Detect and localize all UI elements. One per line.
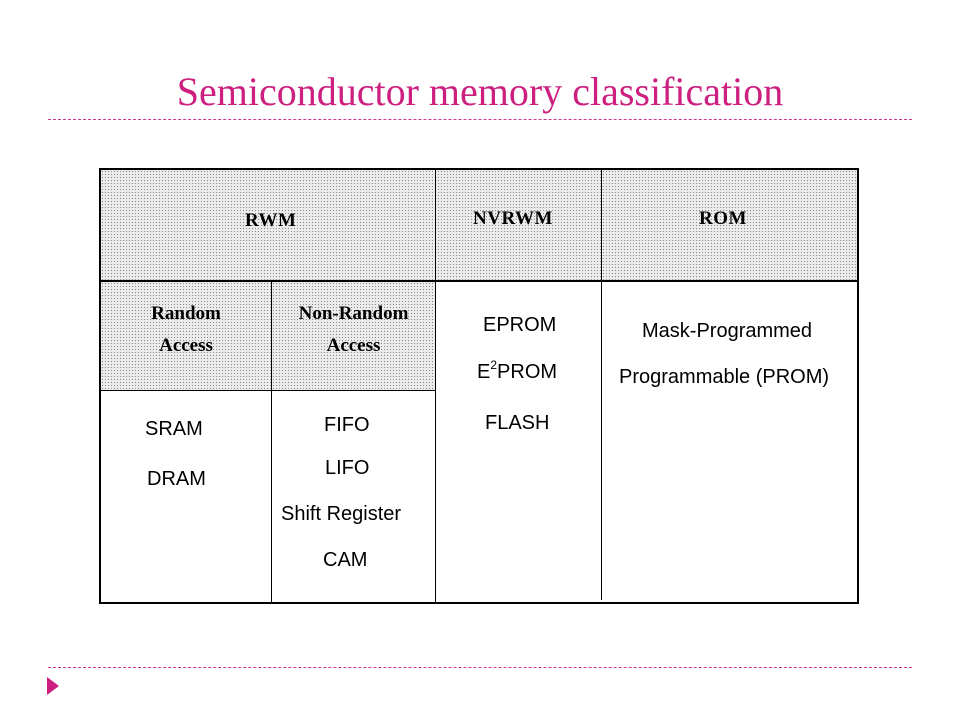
item-sram: SRAM <box>145 418 203 440</box>
item-shift-register: Shift Register <box>281 503 402 525</box>
subheader-random-line1: Random <box>151 303 221 324</box>
header-row-shading <box>101 170 857 280</box>
item-e2prom: E2PROM <box>477 358 558 383</box>
header-divider <box>101 280 857 282</box>
subheader-random-line2: Access <box>159 335 213 356</box>
header-nvrwm: NVRWM <box>473 208 553 229</box>
header-rwm: RWM <box>245 210 297 231</box>
bottom-divider <box>48 667 912 668</box>
subheader-random-access: Random Access <box>101 298 271 362</box>
item-cam: CAM <box>323 549 368 571</box>
bullet-arrow-icon <box>47 677 59 695</box>
rwm-nvrwm-divider <box>435 170 436 602</box>
memory-classification-table: RWM NVRWM ROM Random Access Non-Random A… <box>99 168 859 604</box>
header-rom: ROM <box>699 208 747 229</box>
top-divider <box>48 119 912 120</box>
item-lifo: LIFO <box>325 457 370 479</box>
slide-title: Semiconductor memory classification <box>176 69 784 114</box>
item-flash: FLASH <box>485 412 550 434</box>
item-programmable-prom: Programmable (PROM) <box>619 366 830 388</box>
item-mask-programmed: Mask-Programmed <box>642 320 813 342</box>
item-eprom: EPROM <box>483 314 557 336</box>
item-dram: DRAM <box>147 468 206 490</box>
subheader-nonrandom-line2: Access <box>326 335 381 356</box>
subheader-divider <box>101 390 435 391</box>
subheader-non-random-access: Non-Random Access <box>272 298 435 362</box>
item-fifo: FIFO <box>324 414 370 436</box>
subheader-nonrandom-line1: Non-Random <box>298 303 409 324</box>
nvrwm-rom-divider <box>601 170 602 600</box>
subheader-row-shading <box>101 282 435 390</box>
random-nonrandom-divider <box>271 282 272 602</box>
